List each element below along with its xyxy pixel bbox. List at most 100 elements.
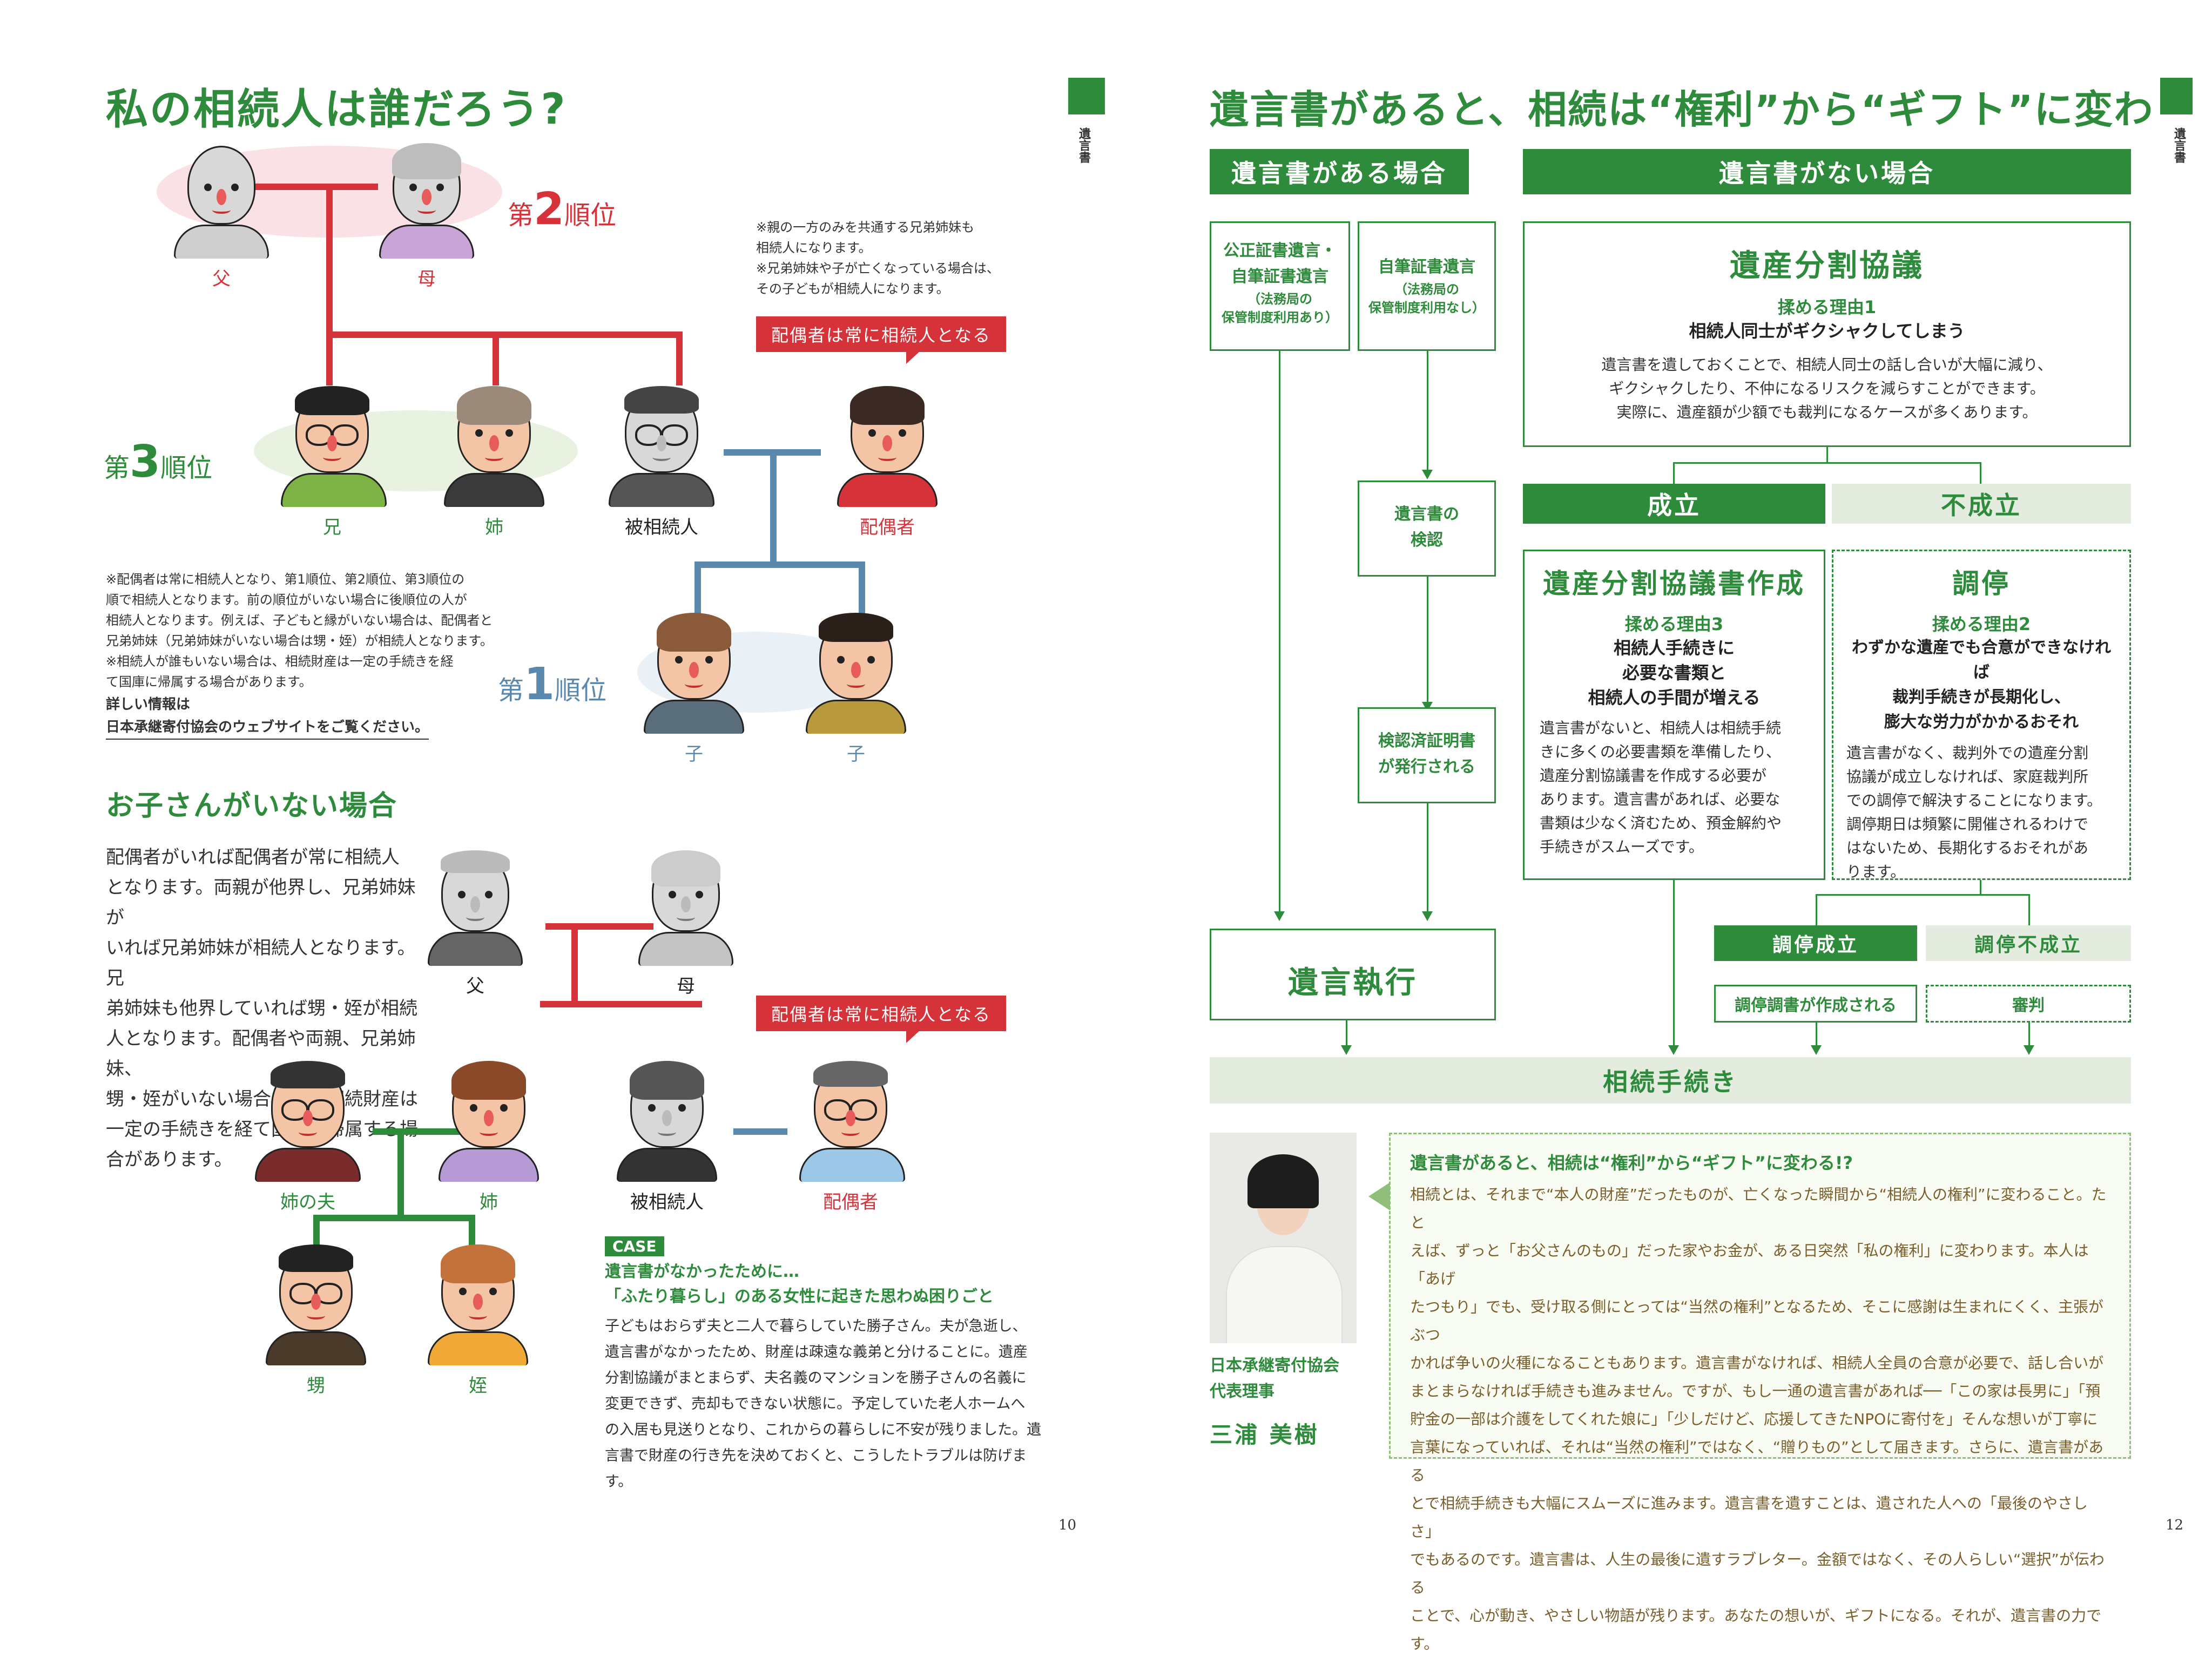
tree-line-sib1 xyxy=(326,331,333,385)
nephew-figure: 甥 xyxy=(265,1244,367,1397)
line-mdoc-down xyxy=(1816,1023,1817,1048)
line-exec-down xyxy=(1346,1020,1347,1048)
quote-box: 遺言書があると、相続は“権利”から“ギフト”に変わる!? 相続とは、それまで“本… xyxy=(1389,1133,2131,1653)
notary-will-box: 公正証書遺言・ 自筆証書遺言 （法務局の 保管制度利用あり） xyxy=(1210,221,1350,351)
without-will-header: 遺言書がない場合 xyxy=(1523,149,2131,194)
brother-figure: 兄 xyxy=(281,386,387,539)
page-number-left: 10 xyxy=(1058,1517,1077,1533)
line-split xyxy=(1673,462,1981,464)
mid-note: ※配偶者は常に相続人となり、第1順位、第2順位、第3順位の順で相続人となります。… xyxy=(106,572,493,689)
case-block: CASE 遺言書がなかったために… 「ふたり暮らし」のある女性に起きた思わぬ困り… xyxy=(605,1236,1048,1495)
line-notary-down xyxy=(1279,351,1280,912)
spouse-bubble-top: 配偶者は常に相続人となる xyxy=(756,316,1007,364)
tree-line-sib2 xyxy=(493,331,499,385)
line-cert-down xyxy=(1427,803,1428,912)
org-name: 日本承継寄付協会 xyxy=(1210,1356,1339,1375)
arrow-doc xyxy=(1668,1045,1679,1055)
spouse-figure: 配偶者 xyxy=(836,386,939,539)
quote-text: 相続とは、それまで“本人の財産”だったものが、亡くなった瞬間から“相続人の権利”… xyxy=(1410,1186,2107,1653)
tree-line-sib3 xyxy=(676,331,683,385)
med-doc-box: 調停調書が作成される xyxy=(1714,985,1917,1023)
med-success-header: 調停成立 xyxy=(1714,925,1917,961)
section-tag-right xyxy=(2160,78,2193,114)
tree-b-spouse xyxy=(733,1128,787,1135)
sister-husband-figure: 姉の夫 xyxy=(254,1061,362,1214)
tree-b-nephews xyxy=(313,1215,475,1221)
line-division-down xyxy=(1826,447,1828,463)
sister-b-figure: 姉 xyxy=(437,1061,540,1214)
med-failure-header: 調停不成立 xyxy=(1926,925,2131,961)
representative-photo xyxy=(1210,1133,1357,1343)
probate-box: 遺言書の 検認 xyxy=(1358,481,1496,577)
with-will-header: 遺言書がある場合 xyxy=(1210,149,1469,194)
case-badge: CASE xyxy=(605,1236,664,1256)
role: 代表理事 xyxy=(1210,1382,1274,1401)
tree-b-nephew-down xyxy=(397,1128,404,1215)
rank-1-label: 第1順位 xyxy=(498,659,607,710)
trial-box: 審判 xyxy=(1926,985,2131,1023)
child1-figure: 子 xyxy=(643,613,745,766)
tree-line-parents-down xyxy=(326,184,333,335)
tree-line-siblings xyxy=(326,331,683,338)
tree-line-child2 xyxy=(859,561,865,615)
execution-box: 遺言執行 xyxy=(1210,929,1496,1020)
line-split-right xyxy=(1980,462,1981,484)
tree-line-parents xyxy=(248,184,378,190)
spouse-b-figure: 配偶者 xyxy=(799,1061,905,1214)
line-med-left xyxy=(1816,894,1817,926)
mediation-box: 調停 揉める理由2 わずかな遺産でも合意ができなければ 裁判手続きが長期化し、 … xyxy=(1832,550,2131,881)
line-med-split xyxy=(1816,894,2029,896)
tree-line-children xyxy=(694,561,865,568)
line-probate-down xyxy=(1427,577,1428,704)
tree-line-child1 xyxy=(694,561,701,615)
arrow-exec xyxy=(1341,1045,1352,1055)
tree-b-nephew1 xyxy=(313,1215,320,1247)
mother-figure: 母 xyxy=(378,143,475,290)
failure-header: 不成立 xyxy=(1832,484,2131,524)
arrow-trial xyxy=(2024,1045,2034,1055)
tree-b-nephew2 xyxy=(469,1215,475,1247)
division-doc-box: 遺産分割協議書作成 揉める理由3 相続人手続きに 必要な書類と 相続人の手間が増… xyxy=(1523,550,1825,880)
child2-figure: 子 xyxy=(805,613,907,766)
person-name: 三浦 美樹 xyxy=(1210,1422,1319,1448)
representative-info: 日本承継寄付協会 代表理事 三浦 美樹 xyxy=(1210,1353,1339,1450)
case-text: 子どもはおらず夫と二人で暮らしていた勝子さん。夫が急逝し、遺言書がなかったため、… xyxy=(605,1318,1042,1490)
line-trial-down xyxy=(2028,1023,2030,1048)
probate-cert-box: 検認済証明書 が発行される xyxy=(1358,707,1496,803)
section-tag-left xyxy=(1068,78,1105,114)
page-number-right: 12 xyxy=(2166,1517,2184,1533)
line-med-right xyxy=(2028,894,2030,926)
rank-3-label: 第3順位 xyxy=(104,436,213,488)
top-note: ※親の一方のみを共通する兄弟姉妹も相続人になります。 ※兄弟姉妹や子が亡くなって… xyxy=(756,220,1000,296)
rank-2-label: 第2順位 xyxy=(508,184,617,235)
father-figure: 父 xyxy=(173,146,270,290)
mother-b-figure: 母 xyxy=(637,850,734,998)
holographic-will-box: 自筆証書遺言 （法務局の 保管制度利用なし） xyxy=(1358,221,1496,351)
success-header: 成立 xyxy=(1523,484,1825,524)
tree-b-parents-down xyxy=(571,923,578,1004)
arrow-notary xyxy=(1274,911,1285,921)
spouse-bubble-bottom: 配偶者は常に相続人となる xyxy=(756,996,1007,1043)
line-doc-down xyxy=(1673,880,1675,1048)
left-page-title: 私の相続人は誰だろう? xyxy=(106,85,567,134)
quote-title: 遺言書があると、相続は“権利”から“ギフト”に変わる!? xyxy=(1410,1153,1853,1173)
decedent-figure: 被相続人 xyxy=(602,386,721,539)
line-med-down xyxy=(1980,880,1981,895)
father-b-figure: 父 xyxy=(427,850,524,998)
info-link[interactable]: 詳しい情報は 日本承継寄付協会のウェブサイトをご覧ください。 xyxy=(106,693,429,740)
arrow-cert xyxy=(1422,911,1433,921)
side-label-left: 遺言書 xyxy=(1077,127,1090,163)
niece-figure: 姪 xyxy=(427,1244,529,1397)
no-child-text: 配偶者がいれば配偶者が常に相続人となります。両親が他界し、兄弟姉妹が いれば兄弟… xyxy=(106,847,418,1170)
quote-pointer xyxy=(1368,1182,1390,1210)
tree-line-spouse-down xyxy=(770,449,777,563)
division-box: 遺産分割協議 揉める理由1 相続人同士がギクシャクしてしまう 遺言書を遺しておく… xyxy=(1523,221,2131,447)
side-label-right: 遺言書 xyxy=(2172,127,2186,163)
arrow-holo xyxy=(1422,470,1433,479)
sister-figure: 姉 xyxy=(443,386,545,539)
case-title-1: 遺言書がなかったために… xyxy=(605,1262,799,1281)
decedent-b-figure: 被相続人 xyxy=(610,1061,724,1214)
tree-b-siblings xyxy=(540,1001,702,1007)
arrow-mdoc xyxy=(1811,1045,1822,1055)
no-child-title: お子さんがいない場合 xyxy=(106,790,398,822)
